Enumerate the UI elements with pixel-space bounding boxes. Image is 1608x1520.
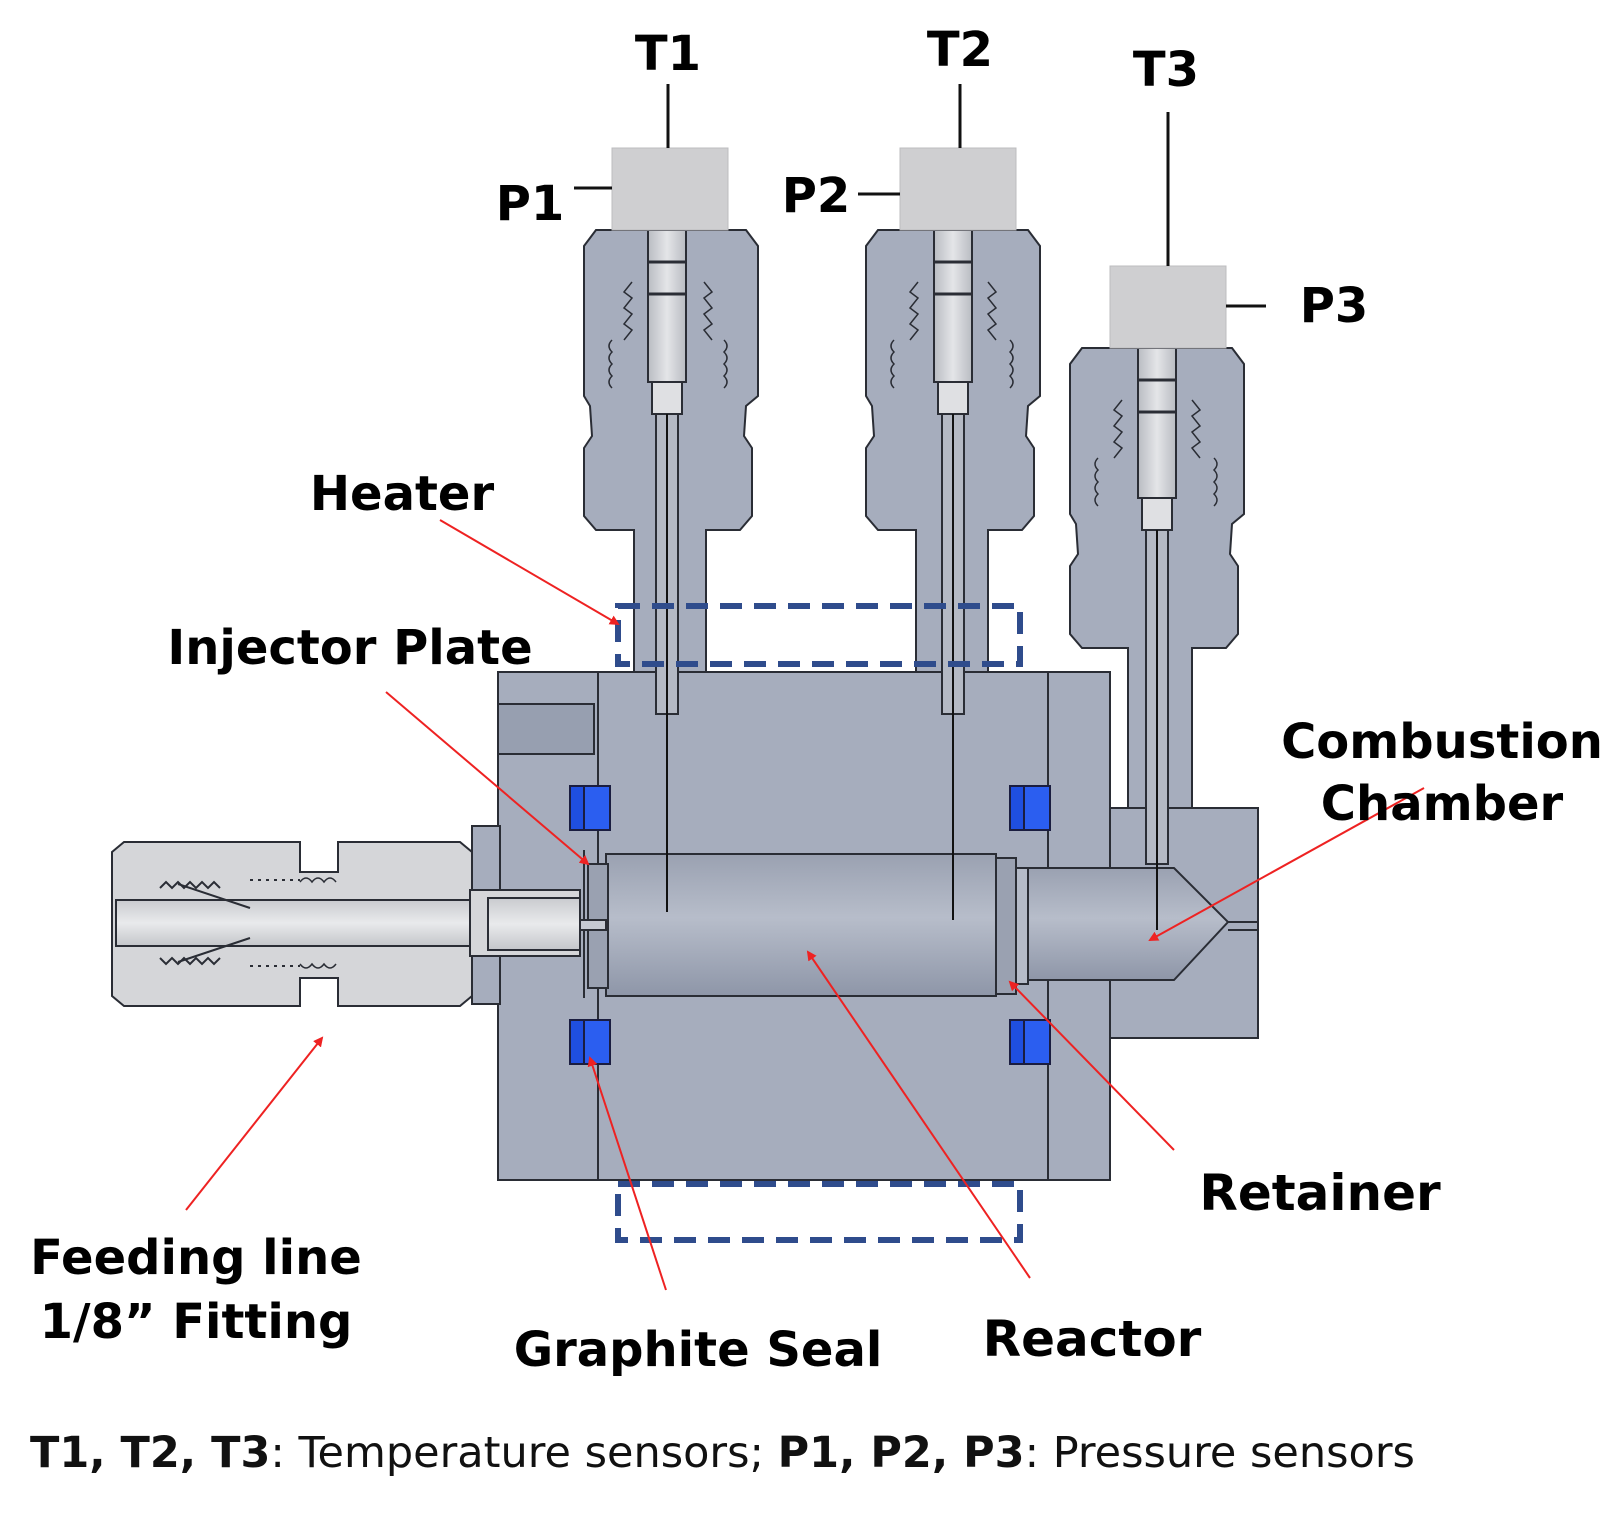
- feeding-line-arrow: [185, 1036, 324, 1211]
- caption-temperature-desc: : Temperature sensors;: [270, 1428, 778, 1478]
- label-graphite-seal: Graphite Seal: [514, 1322, 883, 1378]
- annotation-arrows: [185, 519, 1425, 1291]
- combustion-chamber-arrow: [1148, 787, 1425, 941]
- sensor-label-t3: T3: [1133, 42, 1199, 98]
- pressure-sensor-cap-1: [611, 147, 729, 231]
- label-feeding-line-1: Feeding line: [30, 1230, 362, 1286]
- injector-plate-arrow: [385, 691, 590, 866]
- label-injector-plate: Injector Plate: [167, 620, 532, 676]
- heater-arrow: [439, 519, 620, 626]
- label-heater: Heater: [310, 466, 495, 522]
- sensor-label-p3: P3: [1300, 278, 1369, 334]
- caption-temperature-terms: T1, T2, T3: [30, 1428, 271, 1478]
- caption-pressure-terms: P1, P2, P3: [777, 1428, 1025, 1478]
- caption-pressure-desc: : Pressure sensors: [1024, 1428, 1415, 1478]
- retainer-arrow: [1008, 980, 1175, 1151]
- sensor-lead-lines: [574, 84, 1266, 308]
- retainer: [995, 857, 1029, 995]
- sensor-label-t2: T2: [927, 22, 993, 78]
- sensor-label-t1: T1: [635, 26, 701, 82]
- pressure-sensor-cap-2: [899, 147, 1017, 231]
- label-combustion-chamber-2: Chamber: [1321, 776, 1564, 832]
- sensor-port-3: [1069, 347, 1245, 930]
- combustion-chamber: [1027, 867, 1258, 981]
- pressure-sensor-cap-3: [1109, 265, 1227, 349]
- sensor-port-2: [865, 229, 1041, 920]
- label-retainer: Retainer: [1199, 1164, 1441, 1222]
- feeding-line-fitting: [111, 841, 581, 1007]
- reactor-tube: [587, 853, 997, 997]
- label-reactor: Reactor: [983, 1310, 1202, 1368]
- heater-zone-bottom: [615, 1181, 1023, 1243]
- reactor-arrow: [806, 950, 1031, 1279]
- graphite-seal-arrow: [587, 1056, 667, 1291]
- sensor-label-p1: P1: [496, 176, 565, 232]
- heater-zone-top: [615, 603, 1023, 667]
- sensor-label-p2: P2: [782, 168, 851, 224]
- label-combustion-chamber-1: Combustion: [1281, 714, 1603, 770]
- figure-caption: T1, T2, T3: Temperature sensors; P1, P2,…: [30, 1428, 1590, 1478]
- label-feeding-line-2: 1/8” Fitting: [40, 1294, 353, 1350]
- sensor-port-1: [583, 229, 759, 912]
- heater-zones: [615, 603, 1023, 1243]
